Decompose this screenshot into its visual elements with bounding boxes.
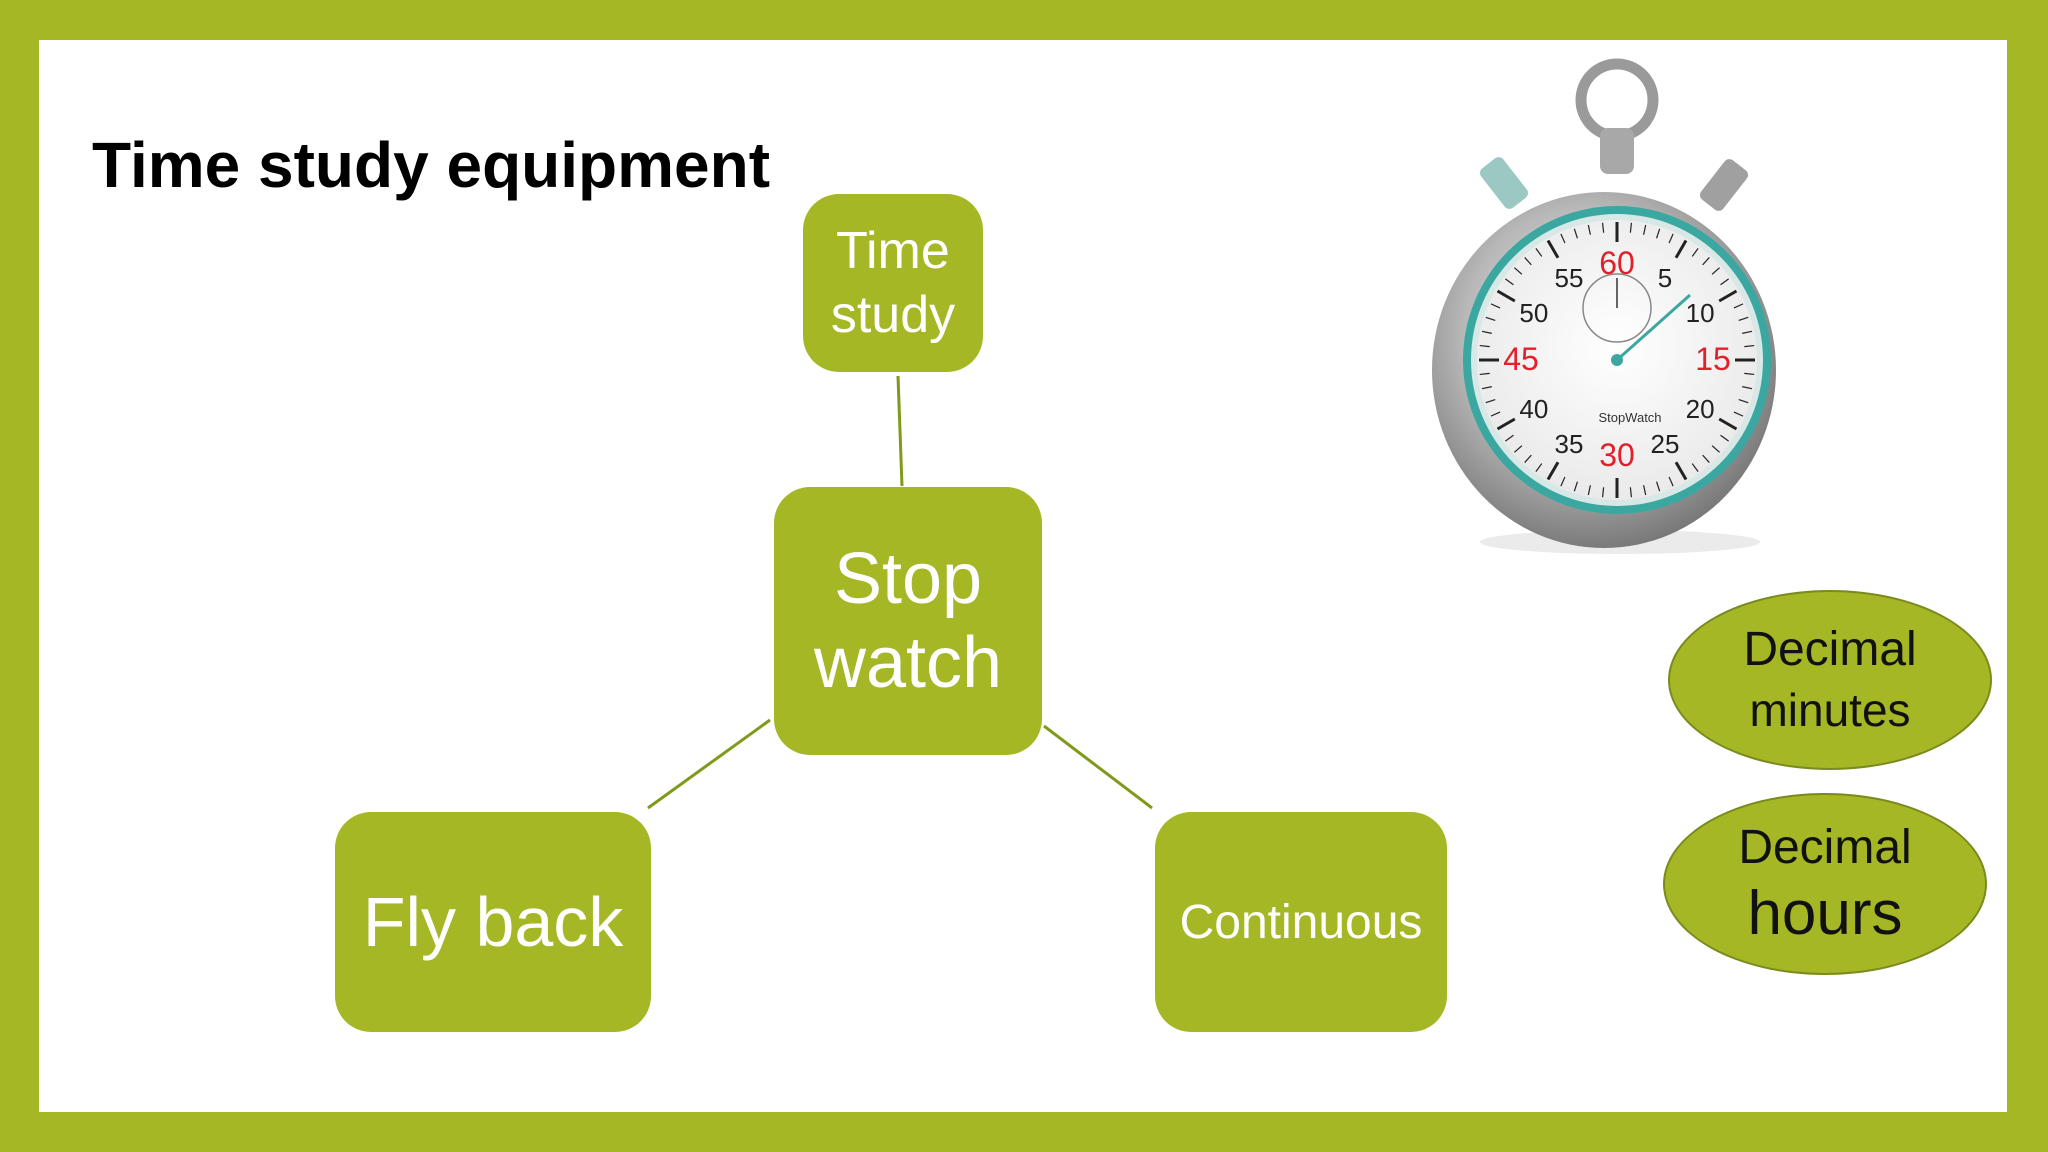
dial-tick [1496, 289, 1516, 303]
dial-tick [1546, 239, 1560, 259]
dial-tick [1643, 485, 1647, 496]
dial-number: 20 [1686, 394, 1715, 424]
dial-tick [1505, 434, 1514, 442]
node-stop-watch: Stop watch [774, 487, 1042, 755]
dial-tick [1587, 485, 1591, 496]
dial-tick [1738, 316, 1749, 322]
dial-tick [1535, 248, 1543, 257]
dial-tick [1744, 344, 1755, 348]
dial-number: 45 [1503, 341, 1539, 377]
dial-tick [1601, 222, 1605, 233]
dial-tick [1524, 454, 1532, 463]
node-time-study: Time study [803, 194, 983, 372]
dial-number: 60 [1599, 245, 1635, 281]
dial-tick [1485, 398, 1496, 404]
dial-tick [1524, 257, 1532, 266]
dial-tick [1718, 289, 1738, 303]
dial-tick [1535, 463, 1543, 472]
dial-tick [1738, 398, 1749, 404]
ellipse-decimal-hours-line1: Decimal [1738, 821, 1912, 874]
dial-tick [1481, 330, 1492, 334]
dial-tick [1733, 303, 1744, 309]
ellipse-decimal-minutes: Decimal minutes [1668, 590, 1992, 770]
dial-number: 55 [1555, 263, 1584, 293]
ellipse-decimal-hours: Decimal hours [1663, 793, 1987, 975]
dial-tick [1629, 222, 1633, 233]
node-fly-back: Fly back [335, 812, 651, 1032]
dial-tick [1587, 224, 1591, 235]
dial-tick [1674, 239, 1688, 259]
ellipse-decimal-minutes-line1: Decimal [1743, 623, 1917, 676]
connector-continuous [1043, 724, 1153, 810]
dial-number: 30 [1599, 437, 1635, 473]
dial-tick [1514, 445, 1523, 453]
dial-tick [1514, 267, 1523, 275]
dial-tick [1733, 411, 1744, 417]
dial-tick [1655, 228, 1661, 239]
dial-tick [1629, 487, 1633, 498]
node-continuous-label: Continuous [1179, 895, 1423, 949]
dial-tick [1744, 372, 1755, 376]
dial-number: 50 [1519, 298, 1548, 328]
dial-tick [1479, 372, 1490, 376]
ellipse-decimal-hours-line2: hours [1747, 879, 1903, 948]
dial-tick [1720, 434, 1729, 442]
page-title: Time study equipment [92, 129, 771, 201]
dial-tick [1481, 386, 1492, 390]
dial-number: 5 [1658, 263, 1672, 293]
dial-tick [1485, 316, 1496, 322]
connector-time-study [896, 375, 904, 487]
stopwatch-hand [1616, 293, 1691, 362]
dial-tick [1496, 417, 1516, 431]
dial-tick [1573, 228, 1579, 239]
dial-tick [1490, 411, 1501, 417]
dial-tick [1490, 303, 1501, 309]
dial-ticks [1479, 222, 1755, 498]
dial-tick [1720, 278, 1729, 286]
dial-tick [1505, 278, 1514, 286]
dial-tick [1718, 417, 1738, 431]
dial-tick [1479, 344, 1490, 348]
dial-number: 35 [1555, 429, 1584, 459]
node-time-study-label: Time study [830, 222, 956, 344]
dial-tick [1668, 233, 1674, 244]
dial-tick [1668, 476, 1674, 487]
dial-tick [1691, 463, 1699, 472]
stopwatch-brand: StopWatch [1598, 410, 1661, 425]
sub-dial [1582, 273, 1652, 343]
dial-tick [1742, 386, 1753, 390]
dial-number: 25 [1651, 429, 1680, 459]
node-stop-watch-label: Stop watch [813, 539, 1003, 703]
node-fly-back-label: Fly back [362, 883, 624, 961]
dial-tick [1711, 267, 1720, 275]
dial-number: 40 [1519, 394, 1548, 424]
dial-tick [1655, 481, 1661, 492]
dial-tick [1711, 445, 1720, 453]
connector-fly-back [647, 718, 771, 810]
dial-number: 15 [1695, 341, 1731, 377]
crown-icon [1600, 128, 1634, 174]
dial-tick [1702, 454, 1710, 463]
dial-tick [1702, 257, 1710, 266]
dial-tick [1560, 476, 1566, 487]
node-continuous: Continuous [1155, 812, 1447, 1032]
dial-tick [1546, 461, 1560, 481]
dial-tick [1674, 461, 1688, 481]
dial-tick [1601, 487, 1605, 498]
dial-tick [1560, 233, 1566, 244]
dial-number: 10 [1686, 298, 1715, 328]
dial-tick [1573, 481, 1579, 492]
dial-tick [1643, 224, 1647, 235]
ring-icon [1575, 58, 1659, 142]
ellipse-decimal-minutes-line2: minutes [1749, 684, 1911, 736]
dial-tick [1742, 330, 1753, 334]
dial-tick [1691, 248, 1699, 257]
